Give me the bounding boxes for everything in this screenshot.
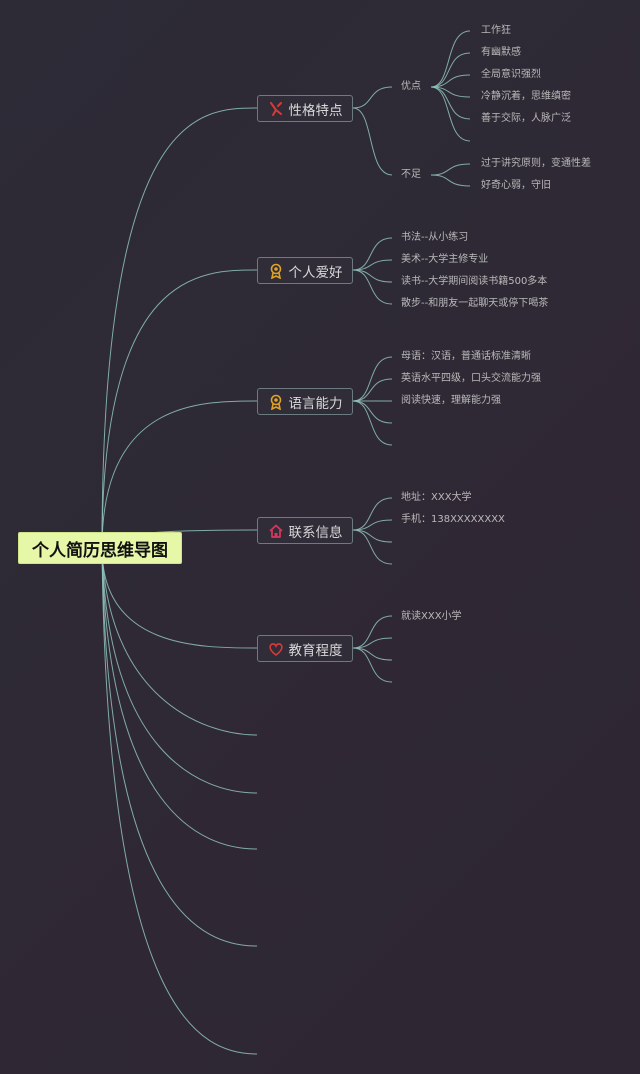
branch-to-item-line [352,356,393,402]
branch-language[interactable]: 语言能力 [257,388,353,415]
heart-icon [268,642,283,656]
leaf-item[interactable]: 散步--和朋友一起聊天或停下喝茶 [401,298,549,309]
branch-to-item-line [352,497,393,531]
root-to-empty-branch-line [101,547,258,947]
branch-to-item-line [352,647,393,683]
group-to-item-line [430,30,471,88]
branch-to-item-line [352,647,393,661]
root-to-empty-branch-line [101,547,258,794]
award-icon [270,263,281,279]
leaf-item[interactable]: 过于讲究原则，变通性差 [481,158,591,169]
branch-to-item-line [352,259,393,271]
branch-to-item-line [352,529,393,543]
group-to-item-line [430,74,471,88]
group-label-strengths[interactable]: 优点 [401,81,421,92]
leaf-item[interactable]: 美术--大学主修专业 [401,254,489,265]
group-to-item-line [430,52,471,88]
root-node[interactable]: 个人简历思维导图 [18,532,182,564]
root-to-branch-line [101,400,258,549]
award-icon [270,394,281,410]
branch-to-item-line [352,400,393,424]
branch-to-item-line [352,615,393,649]
group-to-item-line [430,86,471,142]
branch-to-item-line [352,269,393,305]
leaf-item[interactable]: 冷静沉着，思维缜密 [481,91,571,102]
leaf-item[interactable]: 就读XXX小学 [401,611,462,622]
branch-label: 个人爱好 [288,264,343,281]
branch-to-item-line [352,400,393,446]
group-to-item-line [430,174,471,187]
root-to-empty-branch-line [101,547,258,850]
leaf-item[interactable]: 英语水平四级，口头交流能力强 [401,373,541,384]
branch-label: 语言能力 [288,395,343,412]
leaf-item[interactable]: 读书--大学期间阅读书籍500多本 [401,276,548,287]
home-icon [268,524,283,538]
leaf-item[interactable]: 书法--从小练习 [401,232,469,243]
branch-to-group-line [352,107,393,176]
branch-education[interactable]: 教育程度 [257,635,353,662]
leaf-item[interactable]: 地址：XXX大学 [401,492,472,503]
branch-to-item-line [352,529,393,565]
leaf-item[interactable]: 手机：138XXXXXXXX [401,514,505,525]
branch-to-group-line [352,86,393,109]
branch-to-item-line [352,269,393,283]
root-to-branch-line [101,547,258,649]
branch-to-item-line [352,637,393,649]
branch-to-item-line [352,237,393,271]
root-to-branch-line [101,107,258,549]
leaf-item[interactable]: 母语：汉语，普通话标准清晰 [401,351,531,362]
fork-icon [269,101,282,116]
branch-to-item-line [352,378,393,402]
root-to-empty-branch-line [101,547,258,1055]
branch-contact[interactable]: 联系信息 [257,517,353,544]
root-to-branch-line [101,269,258,549]
leaf-item[interactable]: 有幽默感 [481,47,521,58]
leaf-item[interactable]: 阅读快速，理解能力强 [401,395,501,406]
group-label-weaknesses[interactable]: 不足 [401,169,421,180]
group-to-item-line [430,163,471,176]
root-to-empty-branch-line [101,547,258,736]
branch-label: 联系信息 [288,524,343,541]
branch-hobbies[interactable]: 个人爱好 [257,257,353,284]
group-to-item-line [430,86,471,120]
branch-label: 性格特点 [288,102,343,119]
branch-personality[interactable]: 性格特点 [257,95,353,122]
leaf-item[interactable]: 善于交际，人脉广泛 [481,113,571,124]
branch-to-item-line [352,519,393,531]
leaf-item[interactable]: 全局意识强烈 [481,69,541,80]
branch-label: 教育程度 [288,642,343,659]
leaf-item[interactable]: 好奇心弱，守旧 [481,180,551,191]
leaf-item[interactable]: 工作狂 [481,25,511,36]
